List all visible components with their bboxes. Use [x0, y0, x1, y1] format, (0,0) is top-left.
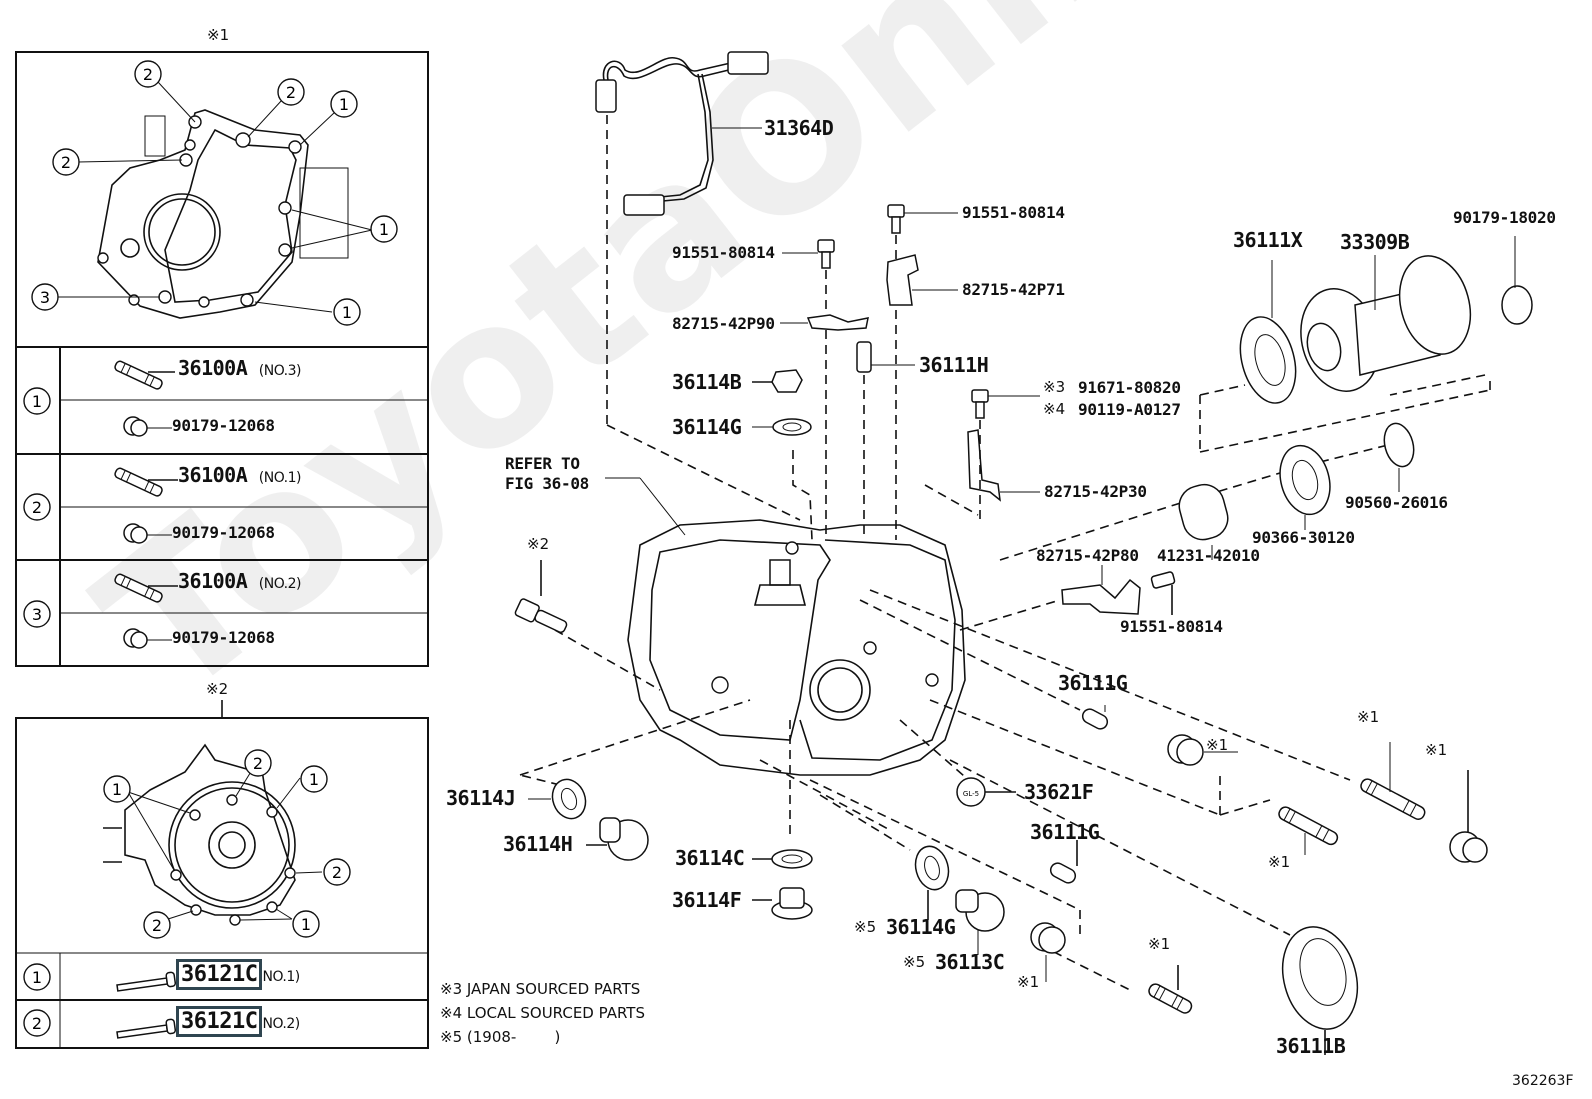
- part-31364D[interactable]: 31364D: [764, 116, 834, 140]
- inset1-housing-drawing: [58, 81, 373, 319]
- inset1-row3-stud[interactable]: 36100A (NO.2): [178, 569, 302, 593]
- marker-3: ※3: [1043, 378, 1066, 396]
- note-japan-sourced: ※3 JAPAN SOURCED PARTS: [440, 980, 641, 998]
- part-36111G-bottom[interactable]: 36111G: [1030, 820, 1100, 844]
- inset1-row1-nut[interactable]: 90179-12068: [172, 416, 275, 435]
- part-41231-42010[interactable]: 41231-42010: [1157, 546, 1260, 565]
- studs-and-seal-drawing: [1148, 742, 1488, 1055]
- inset2-bolt-icons: [116, 971, 177, 1039]
- inset2-housing-drawing: [103, 743, 323, 926]
- inset2-callouts: [103, 749, 351, 939]
- part-33621F[interactable]: 33621F: [1024, 780, 1094, 804]
- part-36113C[interactable]: 36113C: [935, 950, 1005, 974]
- inset2-callout: 2: [332, 863, 342, 882]
- part-36111B[interactable]: 36111B: [1276, 1034, 1346, 1058]
- part-90560-26016[interactable]: 90560-26016: [1345, 493, 1448, 512]
- inset1-callouts: [31, 60, 398, 326]
- inset1-marker: ※1: [207, 26, 230, 44]
- inset2-callout: 1: [301, 915, 311, 934]
- part-36114H[interactable]: 36114H: [503, 832, 573, 856]
- inset2-frame: [15, 700, 429, 1049]
- inset-callout-numbers: 2 2 1 2 1 3 1 1 2 3 1 2 1 2 2 1 1 2: [32, 65, 389, 1033]
- note-local-sourced: ※4 LOCAL SOURCED PARTS: [440, 1004, 645, 1022]
- part-90179-18020[interactable]: 90179-18020: [1453, 208, 1556, 227]
- marker-1-stud-short: ※1: [1148, 935, 1171, 953]
- inset2-callout: 1: [112, 780, 122, 799]
- wire-harness-drawing: [595, 51, 769, 425]
- inset1-callout: 2: [143, 65, 153, 84]
- part-36114J[interactable]: 36114J: [446, 786, 516, 810]
- part-33309B[interactable]: 33309B: [1340, 230, 1410, 254]
- inset1-callout: 2: [286, 83, 296, 102]
- label-text: GL-5: [963, 790, 979, 798]
- inset1-row3-nut[interactable]: 90179-12068: [172, 628, 275, 647]
- marker-1-washer: ※1: [1206, 736, 1229, 754]
- inset1-row1-stud[interactable]: 36100A (NO.3): [178, 356, 302, 380]
- part-36111H[interactable]: 36111H: [919, 353, 989, 377]
- marker-2: ※2: [527, 535, 550, 553]
- output-shaft-drawing: [1061, 236, 1533, 615]
- refer-line1: REFER TO: [505, 454, 580, 473]
- part-91551-80814-mid[interactable]: 91551-80814: [1120, 617, 1223, 636]
- part-82715-42P30[interactable]: 82715-42P30: [1044, 482, 1147, 501]
- inset1-row2-nut[interactable]: 90179-12068: [172, 523, 275, 542]
- inset1-key-circles: [23, 387, 51, 628]
- inset2-callout: 2: [253, 754, 263, 773]
- inset2-key: 1: [32, 968, 42, 987]
- inset2-key-circles: [23, 963, 51, 1037]
- part-36114G-bottom[interactable]: 36114G: [886, 915, 956, 939]
- marker-1-stud-long: ※1: [1357, 708, 1380, 726]
- inset1-key: 3: [32, 605, 42, 624]
- part-82715-42P71[interactable]: 82715-42P71: [962, 280, 1065, 299]
- part-91551-80814-left[interactable]: 91551-80814: [672, 243, 775, 262]
- marker-4: ※4: [1043, 400, 1066, 418]
- inset1-callout: 3: [40, 288, 50, 307]
- inset2-callout: 1: [309, 770, 319, 789]
- refer-line2[interactable]: FIG 36-08: [505, 474, 589, 493]
- part-91671-80820[interactable]: 91671-80820: [1078, 378, 1181, 397]
- marker-5-gasket: ※5: [854, 918, 877, 936]
- marker-1-nut: ※1: [1425, 741, 1448, 759]
- part-91551-80814-top[interactable]: 91551-80814: [962, 203, 1065, 222]
- inset1-frame: [15, 51, 429, 667]
- part-36114B[interactable]: 36114B: [672, 370, 742, 394]
- inset1-key: 2: [32, 498, 42, 517]
- part-82715-42P90[interactable]: 82715-42P90: [672, 314, 775, 333]
- part-36114F[interactable]: 36114F: [672, 888, 742, 912]
- inset2-marker: ※2: [206, 680, 229, 698]
- inset2-callout: 2: [152, 916, 162, 935]
- figure-code: 362263F: [1512, 1073, 1574, 1089]
- part-90366-30120[interactable]: 90366-30120: [1252, 528, 1355, 547]
- lower-fasteners-drawing: [514, 560, 1238, 982]
- part-36114G-top[interactable]: 36114G: [672, 415, 742, 439]
- inset1-callout: 1: [342, 303, 352, 322]
- part-90119-A0127[interactable]: 90119-A0127: [1078, 400, 1181, 419]
- note-date-range: ※5 (1908- ): [440, 1028, 561, 1046]
- part-82715-42P80[interactable]: 82715-42P80: [1036, 546, 1139, 565]
- inset1-callout: 1: [379, 220, 389, 239]
- inset2-key: 2: [32, 1014, 42, 1033]
- inset1-key: 1: [32, 392, 42, 411]
- inset1-callout: 1: [339, 95, 349, 114]
- part-36111X[interactable]: 36111X: [1233, 228, 1303, 252]
- marker-1-washer-low: ※1: [1017, 973, 1040, 991]
- upper-fasteners-drawing: [752, 204, 1040, 541]
- inset1-fastener-icons: [114, 360, 178, 649]
- assembly-lines: [519, 374, 1491, 991]
- part-36114C[interactable]: 36114C: [675, 846, 745, 870]
- transaxle-case-drawing: [605, 477, 966, 776]
- marker-5-plug: ※5: [903, 953, 926, 971]
- inset1-callout: 2: [61, 153, 71, 172]
- marker-1-stud-mid: ※1: [1268, 853, 1291, 871]
- part-36111G-top[interactable]: 36111G: [1058, 671, 1128, 695]
- inset2-row2-stud[interactable]: 36100A (NO.1): [178, 463, 302, 487]
